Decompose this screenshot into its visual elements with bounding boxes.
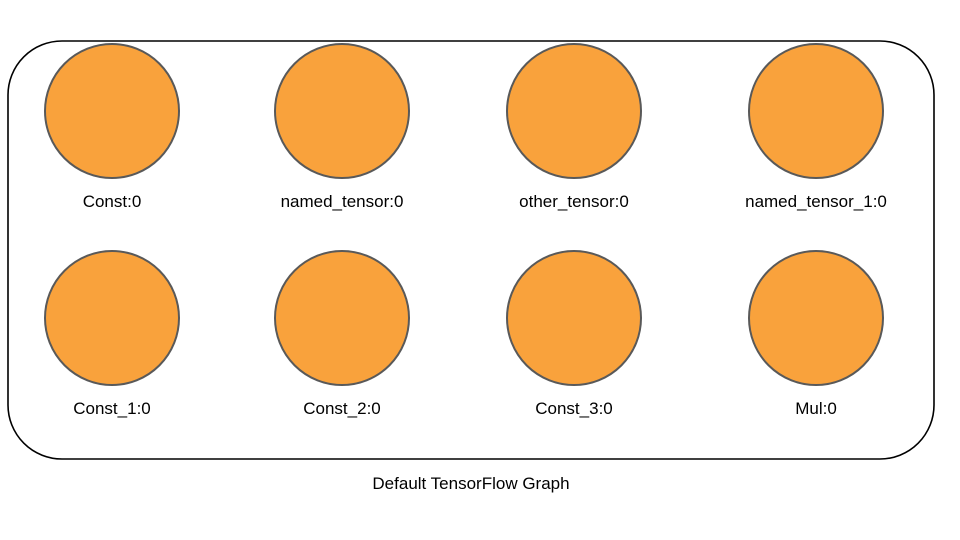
graph-caption: Default TensorFlow Graph [372, 474, 569, 493]
graph-node: Const:0 [44, 43, 180, 211]
graph-node: named_tensor_1:0 [745, 43, 887, 211]
graph-node: other_tensor:0 [506, 43, 642, 211]
node-circle [748, 43, 884, 179]
graph-node: Mul:0 [748, 250, 884, 418]
node-circle [44, 250, 180, 386]
node-label: named_tensor:0 [281, 192, 404, 211]
node-label: Mul:0 [795, 399, 837, 418]
node-circle [274, 43, 410, 179]
graph-node: Const_1:0 [44, 250, 180, 418]
node-circle [44, 43, 180, 179]
node-label: Const:0 [83, 192, 142, 211]
node-label: Const_1:0 [73, 399, 151, 418]
graph-node: named_tensor:0 [274, 43, 410, 211]
node-label: other_tensor:0 [519, 192, 629, 211]
node-circle [506, 43, 642, 179]
node-circle [748, 250, 884, 386]
node-label: Const_3:0 [535, 399, 613, 418]
node-circle [274, 250, 410, 386]
graph-node: Const_2:0 [274, 250, 410, 418]
node-label: Const_2:0 [303, 399, 381, 418]
nodes-layer: Const:0 named_tensor:0 other_tensor:0 named… [44, 43, 887, 418]
node-label: named_tensor_1:0 [745, 192, 887, 211]
graph-node: Const_3:0 [506, 250, 642, 418]
node-circle [506, 250, 642, 386]
graph-frame [7, 40, 935, 460]
